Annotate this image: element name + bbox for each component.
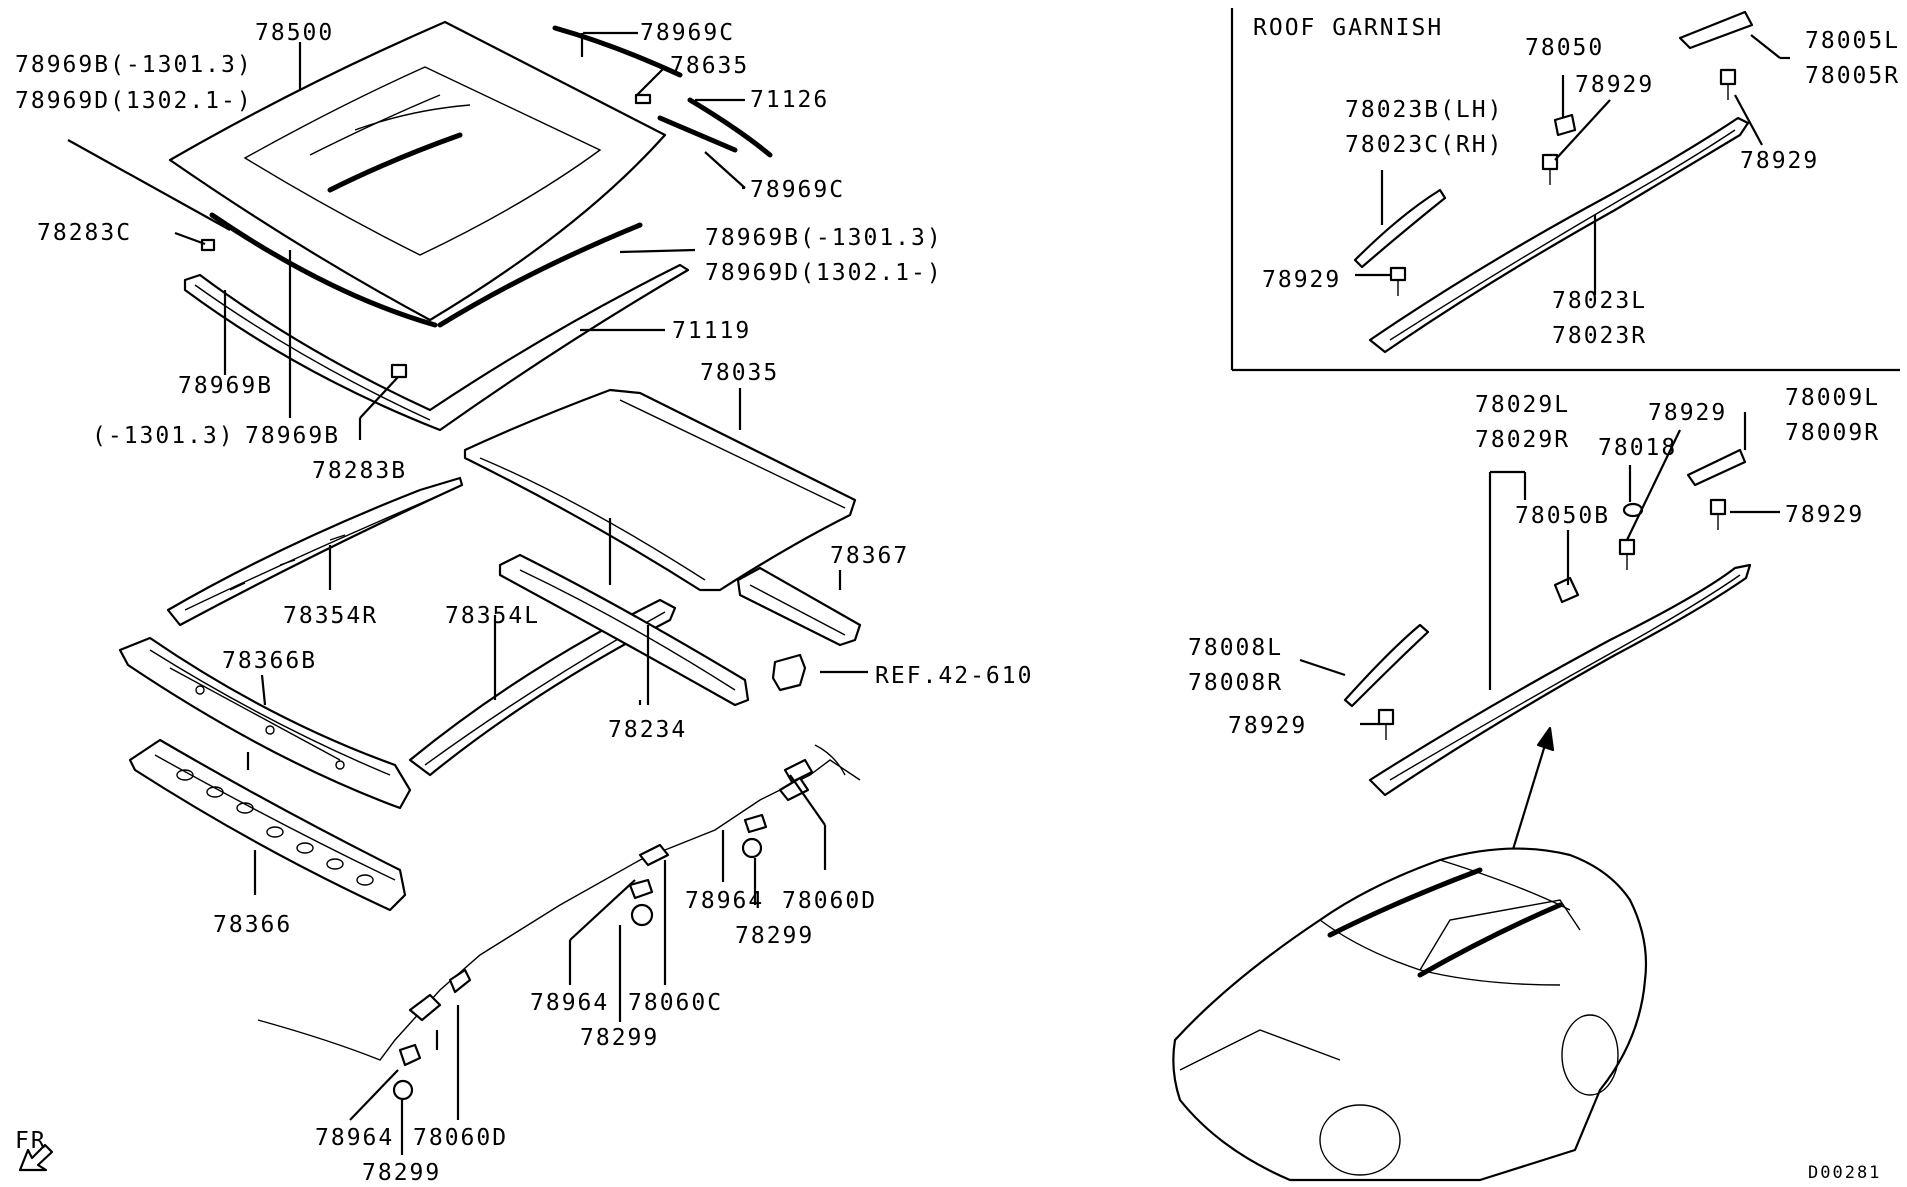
roof-rail-assembly (1299, 412, 1780, 909)
label-78005l: 78005L (1805, 28, 1900, 54)
label-78060d-b: 78060D (413, 1125, 508, 1151)
label-78299-a: 78299 (735, 923, 814, 949)
label-78283b: 78283B (312, 458, 407, 484)
label-78008l: 78008L (1188, 635, 1283, 661)
label-78023c: 78023C(RH) (1345, 132, 1503, 158)
roof-bow-78234 (498, 553, 750, 707)
label-78023l: 78023L (1552, 288, 1647, 314)
label-78929-c: 78929 (1262, 267, 1341, 293)
label-78969d-2: 78969D(1302.1-) (705, 260, 943, 286)
label-78929-a: 78929 (1575, 72, 1654, 98)
bracket-78367 (736, 566, 862, 692)
label-78009r: 78009R (1785, 420, 1880, 446)
label-78969d-1: 78969D(1302.1-) (15, 88, 253, 114)
label-78283c: 78283C (37, 220, 132, 246)
label-78929-b: 78929 (1740, 148, 1819, 174)
label-ref-42-610: REF.42-610 (875, 663, 1033, 689)
bolt-icon (1389, 68, 1737, 296)
label-78929-f: 78929 (1228, 713, 1307, 739)
label-78500: 78500 (255, 20, 334, 46)
bolt-icon (1377, 498, 1727, 740)
label-78969c-top: 78969C (640, 20, 735, 46)
label-78366b: 78366B (222, 648, 317, 674)
fr-arrow-icon (18, 1143, 54, 1172)
roof-header-78366 (128, 738, 407, 912)
label-78366: 78366 (213, 912, 292, 938)
roof-garnish-inset (1230, 8, 1900, 372)
label-78299-b: 78299 (580, 1025, 659, 1051)
label-71119: 71119 (672, 318, 751, 344)
roof-rail-78354r (166, 476, 464, 627)
part-labels: 78500 78969C 78635 71126 78969C 78969B(-… (15, 15, 1900, 1186)
headlining-78035 (463, 388, 857, 592)
label-78964-c: 78964 (315, 1125, 394, 1151)
label-71126: 71126 (750, 87, 829, 113)
label-78029r: 78029R (1475, 427, 1570, 453)
roof-frame (183, 263, 690, 432)
label-78969c-mid: 78969C (750, 177, 845, 203)
label-78354l: 78354L (445, 603, 540, 629)
leader-lines-left (67, 31, 868, 1155)
label-78023r: 78023R (1552, 323, 1647, 349)
label-78969b-4: 78969B (245, 423, 340, 449)
inset-title: ROOF GARNISH (1253, 15, 1443, 41)
roof-panel-78500 (168, 20, 667, 322)
label-78018: 78018 (1598, 435, 1677, 461)
label-78023b: 78023B(LH) (1345, 97, 1503, 123)
label-78005r: 78005R (1805, 63, 1900, 89)
label-78299-c: 78299 (362, 1160, 441, 1186)
roof-header-78366b (118, 636, 412, 810)
label-78035: 78035 (700, 360, 779, 386)
label-fr: FR (15, 1128, 47, 1154)
label-78008r: 78008R (1188, 670, 1283, 696)
clip-rail (257, 744, 861, 1101)
label-78354r: 78354R (283, 603, 378, 629)
label-78929-d: 78929 (1648, 400, 1727, 426)
moulding-strips (200, 25, 773, 328)
label-78964-a: 78964 (685, 888, 764, 914)
label-78234: 78234 (608, 717, 687, 743)
label-78060c: 78060C (628, 990, 723, 1016)
label-78969b-1: 78969B(-1301.3) (15, 52, 253, 78)
diagram-code: D00281 (1808, 1163, 1881, 1183)
label-78009l: 78009L (1785, 385, 1880, 411)
label-78969b-2: 78969B(-1301.3) (705, 225, 943, 251)
label-78964-b: 78964 (530, 990, 609, 1016)
label-1301-3: (-1301.3) (92, 423, 235, 449)
car-outline-icon (1172, 847, 1648, 1182)
label-78969b-3: 78969B (178, 373, 273, 399)
label-78367: 78367 (830, 543, 909, 569)
label-78929-e: 78929 (1785, 502, 1864, 528)
label-78635: 78635 (670, 53, 749, 79)
label-78050: 78050 (1525, 35, 1604, 61)
label-78060d-a: 78060D (782, 888, 877, 914)
label-78029l: 78029L (1475, 392, 1570, 418)
label-78050b: 78050B (1515, 503, 1610, 529)
